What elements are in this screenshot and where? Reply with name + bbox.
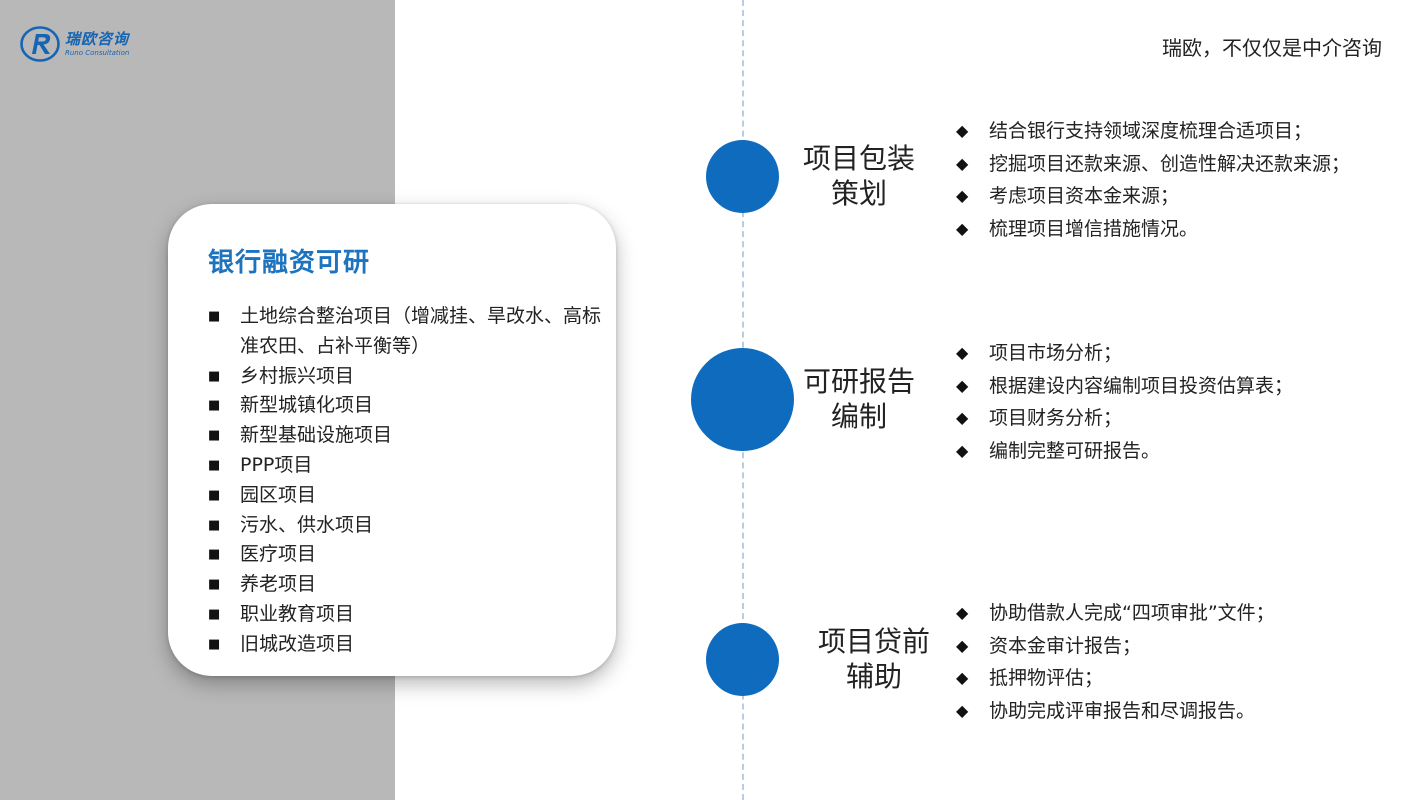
stage-circle-marker xyxy=(706,140,779,213)
list-item-text: 医疗项目 xyxy=(240,543,317,566)
diamond-bullet-icon: ◆ xyxy=(956,700,969,720)
diamond-bullet-icon: ◆ xyxy=(956,375,969,395)
point-text: 结合银行支持领域深度梳理合适项目； xyxy=(989,120,1313,142)
list-item: ■ 土地综合整治项目（增减挂、旱改水、高标准农田、占补平衡等） xyxy=(208,302,608,362)
list-item: ■ 园区项目 xyxy=(208,481,608,511)
card-title: 银行融资可研 xyxy=(208,248,371,278)
square-bullet-icon: ■ xyxy=(208,487,221,503)
point-text: 协助完成评审报告和尽调报告。 xyxy=(989,699,1256,722)
point-text: 考虑项目资本金来源； xyxy=(989,185,1180,207)
list-item-text: 新型基础设施项目 xyxy=(240,424,393,447)
list-item: ◆ 挖掘项目还款来源、创造性解决还款来源； xyxy=(956,148,1350,181)
list-item: ■ 旧城改造项目 xyxy=(208,630,608,660)
list-item: ■ 职业教育项目 xyxy=(208,600,608,630)
list-item: ■ 新型基础设施项目 xyxy=(208,421,608,451)
point-text: 编制完整可研报告。 xyxy=(989,439,1161,462)
list-item-text: 养老项目 xyxy=(240,573,317,596)
diamond-bullet-icon: ◆ xyxy=(956,186,969,205)
list-item: ■ 医疗项目 xyxy=(208,540,608,570)
diamond-bullet-icon: ◆ xyxy=(956,153,969,173)
list-item: ◆ 梳理项目增信措施情况。 xyxy=(956,213,1350,246)
list-item: ■ PPP项目 xyxy=(208,451,608,481)
square-bullet-icon: ■ xyxy=(208,368,221,384)
stage-circle-marker xyxy=(706,623,779,696)
stage-points-feasibility: ◆ 项目市场分析； ◆ 根据建设内容编制项目投资估算表； ◆ 项目财务分析； ◆ 编制完… xyxy=(956,337,1293,467)
square-bullet-icon: ■ xyxy=(208,577,221,593)
stage-title-line: 策划 xyxy=(830,177,887,210)
list-item-text: 乡村振兴项目 xyxy=(240,364,355,387)
list-item: ◆ 编制完整可研报告。 xyxy=(956,435,1293,468)
point-text: 抵押物评估； xyxy=(989,667,1104,689)
logo-text: 瑞欧咨询 Runo Consultation xyxy=(65,30,130,58)
stage-title-line: 辅助 xyxy=(845,660,902,693)
stage-points-packaging: ◆结合银行支持领域深度梳理合适项目； ◆挖掘项目还款来源、创造性解决还款来源； … xyxy=(956,115,1350,245)
stage-title-line: 项目包装 xyxy=(802,142,915,175)
point-text: 项目市场分析； xyxy=(989,342,1123,364)
list-item: ■ 乡村振兴项目 xyxy=(208,362,608,392)
list-item-text: 土地综合整治项目（增减挂、旱改水、高标准农田、占补平衡等） xyxy=(240,305,602,357)
list-item: ◆ 根据建设内容编制项目投资估算表； xyxy=(956,370,1293,403)
stage-title-line: 可研报告 xyxy=(802,365,915,398)
list-item: ■ 新型城镇化项目 xyxy=(208,391,608,421)
list-item-text: 职业教育项目 xyxy=(240,602,355,625)
stage-title-packaging: 项目包装 策划 xyxy=(795,141,923,211)
diamond-bullet-icon: ◆ xyxy=(956,343,969,362)
list-item-text: 园区项目 xyxy=(240,483,317,506)
diamond-bullet-icon: ◆ xyxy=(956,408,969,427)
stage-title-line: 项目贷前 xyxy=(817,625,930,658)
point-text: 梳理项目增信措施情况。 xyxy=(989,217,1199,240)
list-item: ◆ 结合银行支持领域深度梳理合适项目； xyxy=(956,115,1350,148)
list-item: ◆ 协助借款人完成“四项审批”文件； xyxy=(956,597,1275,630)
stage-circle-marker xyxy=(691,348,794,451)
list-item: ■ 污水、供水项目 xyxy=(208,511,608,541)
stage-title-pre-loan: 项目贷前 辅助 xyxy=(810,624,938,694)
square-bullet-icon: ■ xyxy=(208,398,221,414)
slogan: 瑞欧，不仅仅是中介咨询 xyxy=(1162,36,1382,60)
square-bullet-icon: ■ xyxy=(208,636,221,652)
list-item-text: 旧城改造项目 xyxy=(240,632,355,655)
point-text: 协助借款人完成“四项审批”文件； xyxy=(989,602,1275,624)
runo-logo-icon xyxy=(20,26,60,62)
list-item: ◆ 抵押物评估； xyxy=(956,662,1275,695)
point-text: 项目财务分析； xyxy=(989,407,1123,429)
list-item: ◆ 资本金审计报告； xyxy=(956,630,1275,663)
list-item-text: 污水、供水项目 xyxy=(240,513,374,536)
square-bullet-icon: ■ xyxy=(208,428,221,444)
square-bullet-icon: ■ xyxy=(208,606,221,622)
logo-name-cn: 瑞欧咨询 xyxy=(65,30,130,48)
project-type-list: ■ 土地综合整治项目（增减挂、旱改水、高标准农田、占补平衡等） ■ 乡村振兴项目 ■… xyxy=(208,302,608,660)
logo-name-en: Runo Consultation xyxy=(65,49,130,57)
stage-points-pre-loan: ◆ 协助借款人完成“四项审批”文件； ◆ 资本金审计报告； ◆ 抵押物评估； ◆ 协助完… xyxy=(956,597,1275,727)
financing-card: 银行融资可研 ■ 土地综合整治项目（增减挂、旱改水、高标准农田、占补平衡等） ■ 乡… xyxy=(168,204,616,676)
square-bullet-icon: ■ xyxy=(208,547,221,563)
point-text: 根据建设内容编制项目投资估算表； xyxy=(989,374,1294,397)
square-bullet-icon: ■ xyxy=(208,517,221,533)
list-item: ◆ 考虑项目资本金来源； xyxy=(956,180,1350,213)
point-text: 挖掘项目还款来源、创造性解决还款来源； xyxy=(989,152,1351,175)
list-item: ◆ 协助完成评审报告和尽调报告。 xyxy=(956,695,1275,728)
diamond-bullet-icon: ◆ xyxy=(956,668,969,687)
list-item-text: PPP项目 xyxy=(240,453,313,476)
list-item: ◆ 项目财务分析； xyxy=(956,402,1293,435)
stage-title-line: 编制 xyxy=(830,400,887,433)
square-bullet-icon: ■ xyxy=(208,309,221,324)
point-text: 资本金审计报告； xyxy=(989,634,1142,657)
list-item: ◆ 项目市场分析； xyxy=(956,337,1293,370)
list-item-text: 新型城镇化项目 xyxy=(240,394,374,417)
logo: 瑞欧咨询 Runo Consultation xyxy=(20,26,129,62)
list-item: ■ 养老项目 xyxy=(208,570,608,600)
diamond-bullet-icon: ◆ xyxy=(956,218,969,238)
stage-title-feasibility: 可研报告 编制 xyxy=(795,364,923,434)
square-bullet-icon: ■ xyxy=(208,457,221,473)
diamond-bullet-icon: ◆ xyxy=(956,440,969,460)
diamond-bullet-icon: ◆ xyxy=(956,603,969,622)
diamond-bullet-icon: ◆ xyxy=(956,635,969,655)
diamond-bullet-icon: ◆ xyxy=(956,121,969,140)
